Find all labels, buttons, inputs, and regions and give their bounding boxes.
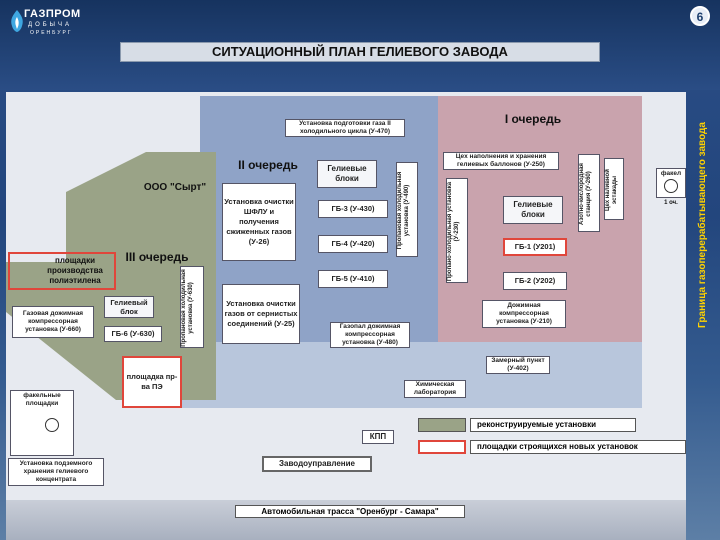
helium-blocks-1-box: Гелиевые блоки bbox=[503, 196, 563, 224]
ooo-syrt-label: ООО "Сырт" bbox=[143, 182, 207, 193]
flare-sites-box: факельные площадки bbox=[10, 390, 74, 456]
polyethylene-plot bbox=[8, 252, 116, 290]
pe-site-box: площадка пр-ва ПЭ bbox=[122, 356, 182, 408]
gb3-box: ГБ-3 (У-430) bbox=[318, 200, 388, 218]
gb2-box: ГБ-2 (У202) bbox=[503, 272, 567, 290]
gb4-box: ГБ-4 (У-420) bbox=[318, 235, 388, 253]
propane-490-box: Пропановая холодильная установка (У-490) bbox=[396, 162, 418, 257]
logo-subtext: ДОБЫЧА bbox=[28, 22, 72, 28]
propane-230-box: Пропано-холодильная установка (У-230) bbox=[446, 178, 468, 283]
legend-reconstructed: реконструируемые установки bbox=[470, 418, 636, 432]
flame-logo-icon bbox=[11, 10, 23, 32]
zone-label-queue-1: I очередь bbox=[504, 112, 562, 126]
zone-queue-3 bbox=[6, 152, 216, 400]
admin-box: Заводоуправление bbox=[262, 456, 372, 472]
page-number: 6 bbox=[690, 6, 710, 26]
booster-660-box: Газовая дожимная компрессорная установка… bbox=[12, 306, 94, 338]
gas-booster-480-box: Газопал дожимная компрессорная установка… bbox=[330, 322, 410, 348]
sulfur-cleaning-box: Установка очистки газов от сернистых сое… bbox=[222, 284, 300, 344]
flare-sublabel: 1 оч. bbox=[664, 200, 678, 206]
zone-label-queue-2: II очередь bbox=[238, 158, 298, 172]
shflu-box: Установка очистки ШФЛУ и получения сжиже… bbox=[222, 183, 296, 261]
highway-label: Автомобильная трасса "Оренбург - Самара" bbox=[235, 505, 465, 518]
legend-swatch-reconstructed bbox=[418, 418, 466, 432]
booster-210-box: Дожимная компрессорная установка (У-210) bbox=[482, 300, 566, 328]
helium-block-3-box: Гелиевый блок bbox=[104, 296, 154, 318]
page-title: СИТУАЦИОННЫЙ ПЛАН ГЕЛИЕВОГО ЗАВОДА bbox=[120, 42, 600, 62]
legend-new-sites: площадки строящихся новых установок bbox=[470, 440, 686, 454]
side-label-text: Граница газоперерабатывающего завода bbox=[697, 122, 708, 328]
polyethylene-label: площадки производства полиэтилена bbox=[47, 256, 103, 285]
helium-blocks-2-box: Гелиевые блоки bbox=[317, 160, 377, 188]
logo-subtext-2: ОРЕНБУРГ bbox=[30, 30, 73, 36]
u470-box: Установка подготовки газа II холодильног… bbox=[285, 119, 405, 137]
zone-label-queue-3: III очередь bbox=[125, 250, 189, 264]
logo-text: ГАЗПРОМ bbox=[24, 8, 81, 20]
side-label: Граница газоперерабатывающего завода bbox=[690, 60, 712, 390]
underground-box: Установка подземного хранения гелиевого … bbox=[8, 458, 104, 486]
flare-circle-icon bbox=[664, 179, 678, 193]
bulk-storage-box: Цех наливной эстакады bbox=[604, 158, 624, 220]
propane-3-box: Пропановая холодильная установка (У-630) bbox=[180, 266, 204, 348]
shutoff-box: Замерный пункт (У-402) bbox=[486, 356, 550, 374]
kpp-box: КПП bbox=[362, 430, 394, 444]
flare-site-circle-icon bbox=[45, 418, 59, 432]
company-logo: ГАЗПРОМ ДОБЫЧА ОРЕНБУРГ bbox=[6, 6, 80, 42]
gb5-box: ГБ-5 (У-410) bbox=[318, 270, 388, 288]
legend-swatch-new bbox=[418, 440, 466, 454]
u250-box: Цех наполнения и хранения гелиевых балло… bbox=[443, 152, 559, 170]
zone-lower bbox=[148, 342, 642, 408]
gb6-box: ГБ-6 (У-630) bbox=[104, 326, 162, 342]
chem-lab-box: Химическая лаборатория bbox=[404, 380, 466, 398]
flare-box: факел bbox=[656, 168, 686, 198]
gb1-box: ГБ-1 (У201) bbox=[503, 238, 567, 256]
nitrogen-station-box: Азотно-кислородная станция (У-260) bbox=[578, 154, 600, 232]
